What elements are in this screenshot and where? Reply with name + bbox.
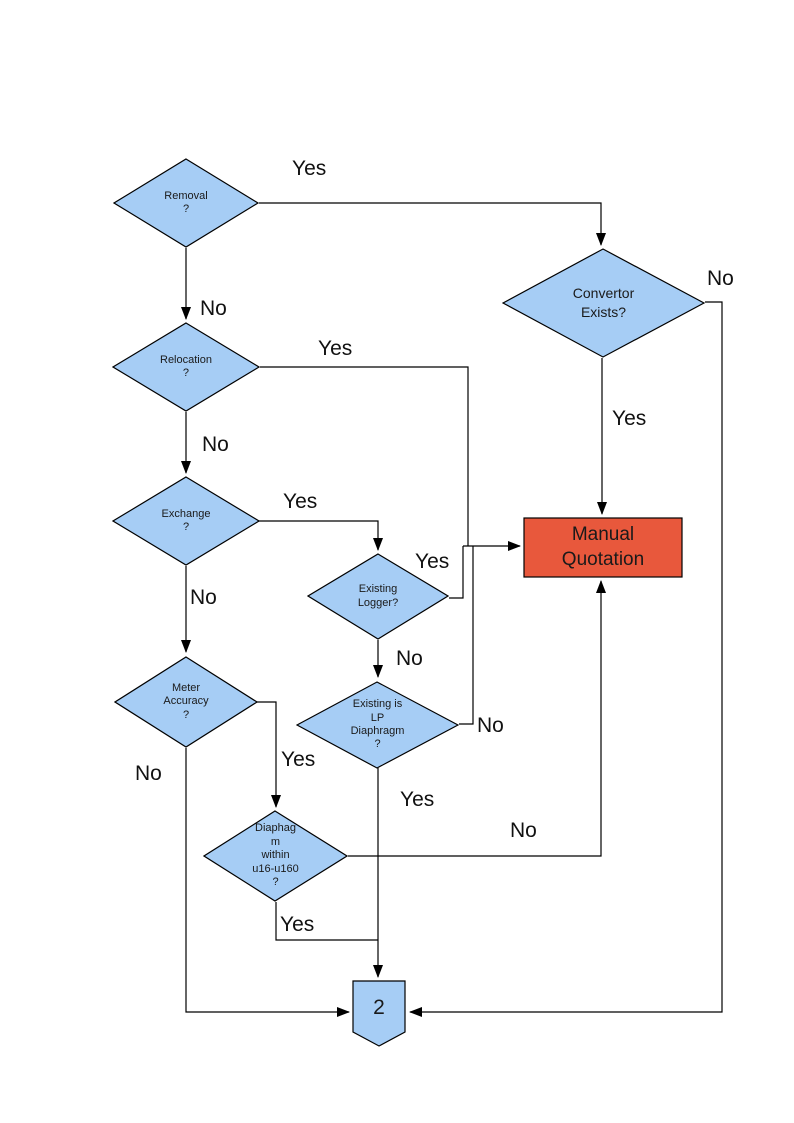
edge-label-convertor-no: No bbox=[707, 267, 734, 290]
node-exchange-label: Exchange ? bbox=[161, 507, 211, 533]
edge-relocation-yes bbox=[260, 366, 469, 546]
edge-lp-diaphragm-no bbox=[459, 546, 474, 725]
edge-label-removal-no: No bbox=[200, 297, 227, 320]
edge-meter-accuracy-yes bbox=[257, 701, 281, 808]
edge-diaphragm-within-yes bbox=[275, 902, 378, 941]
node-removal: Removal ? bbox=[113, 158, 259, 248]
edge-label-meter-yes: Yes bbox=[281, 748, 316, 771]
node-manual-quotation: Manual Quotation bbox=[523, 517, 683, 578]
edge-logger-yes bbox=[449, 546, 464, 599]
edge-label-exchange-yes: Yes bbox=[283, 490, 318, 513]
edge-meter-accuracy-no bbox=[185, 748, 350, 1017]
edge-convertor-no bbox=[409, 301, 723, 1017]
diamond-shape bbox=[112, 476, 260, 566]
edge-label-logger-no: No bbox=[396, 647, 423, 670]
node-removal-label: Removal ? bbox=[164, 189, 208, 215]
edge-label-relocation-yes: Yes bbox=[318, 337, 353, 360]
node-meter-accuracy-label: Meter Accuracy ? bbox=[163, 681, 209, 721]
node-convertor-exists: Convertor Exists? bbox=[502, 248, 705, 358]
edge-removal-yes bbox=[259, 202, 606, 246]
rectangle-shape bbox=[523, 517, 683, 578]
edge-label-diaphragm-no: No bbox=[510, 819, 537, 842]
node-existing-logger-label: Existing Logger? bbox=[357, 583, 399, 609]
edge-label-lp-no: No bbox=[477, 714, 504, 737]
node-existing-lp-diaphragm: Existing is LP Diaphragm ? bbox=[296, 681, 459, 769]
diamond-shape bbox=[307, 553, 449, 640]
node-diaphragm-within-label: Diaphag m within u16-u160 ? bbox=[252, 822, 299, 889]
node-existing-lp-diaphragm-label: Existing is LP Diaphragm ? bbox=[350, 698, 405, 751]
node-existing-logger: Existing Logger? bbox=[307, 553, 449, 640]
edge-label-exchange-no: No bbox=[190, 586, 217, 609]
offpage-connector-shape bbox=[352, 980, 406, 1047]
diamond-shape bbox=[203, 810, 348, 902]
edge-label-relocation-no: No bbox=[202, 433, 229, 456]
node-manual-quotation-label: Manual Quotation bbox=[561, 523, 645, 570]
edge-label-lp-yes: Yes bbox=[400, 788, 435, 811]
edge-label-logger-yes: Yes bbox=[415, 550, 450, 573]
diamond-shape bbox=[112, 322, 260, 412]
edge-diaphragm-within-no bbox=[348, 580, 606, 857]
diamond-shape bbox=[113, 158, 259, 248]
node-exchange: Exchange ? bbox=[112, 476, 260, 566]
diamond-shape bbox=[502, 248, 705, 358]
edge-label-meter-no: No bbox=[135, 762, 162, 785]
edge-exchange-yes bbox=[258, 520, 383, 551]
node-offpage-connector-label: 2 bbox=[373, 995, 385, 1019]
node-diaphragm-within: Diaphag m within u16-u160 ? bbox=[203, 810, 348, 902]
node-offpage-connector-2: 2 bbox=[352, 980, 406, 1047]
node-relocation-label: Relocation ? bbox=[160, 353, 212, 379]
node-convertor-exists-label: Convertor Exists? bbox=[572, 285, 635, 320]
diamond-shape bbox=[114, 656, 258, 748]
diamond-shape bbox=[296, 681, 459, 769]
node-meter-accuracy: Meter Accuracy ? bbox=[114, 656, 258, 748]
node-relocation: Relocation ? bbox=[112, 322, 260, 412]
edge-label-diaphragm-yes: Yes bbox=[280, 913, 315, 936]
edge-label-convertor-yes: Yes bbox=[612, 407, 647, 430]
edge-label-removal-yes: Yes bbox=[292, 157, 327, 180]
